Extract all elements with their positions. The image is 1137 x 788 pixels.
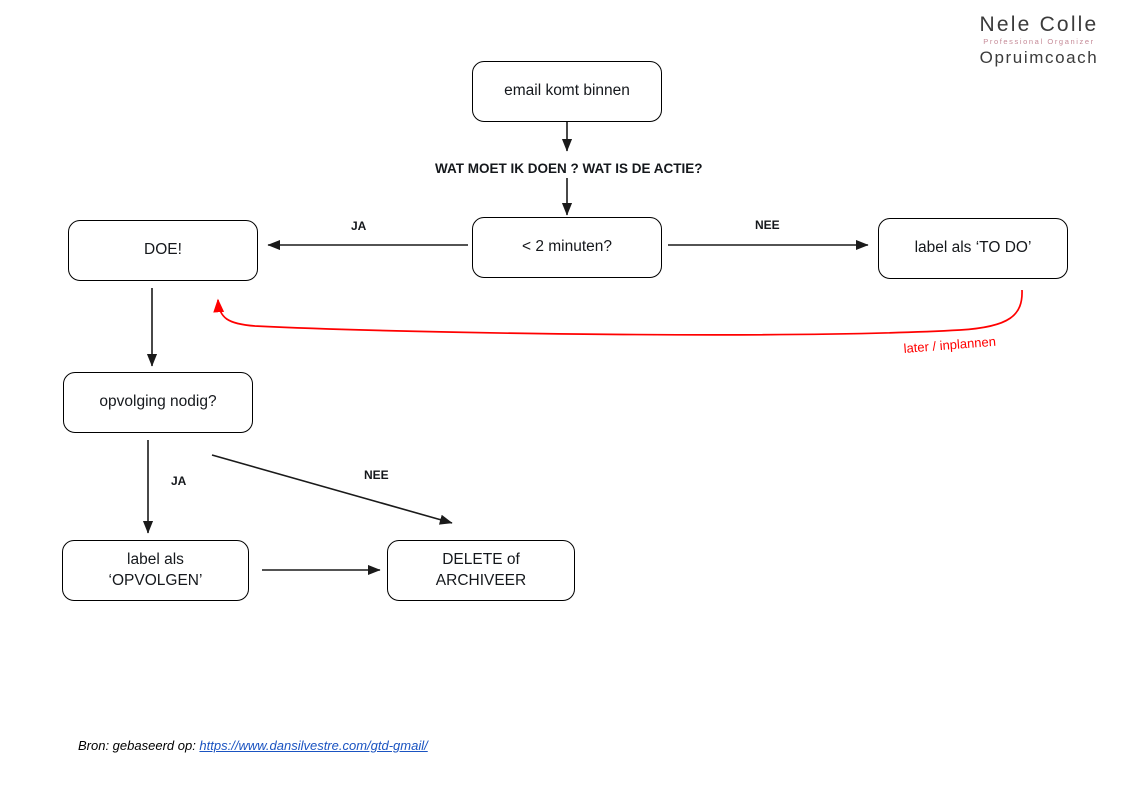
node-twee-minuten[interactable]: < 2 minuten?	[472, 217, 662, 278]
node-label-als-opvolgen[interactable]: label als ‘OPVOLGEN’	[62, 540, 249, 601]
edge-opvolging-to-delete	[211, 454, 453, 525]
source-link[interactable]: https://www.dansilvestre.com/gtd-gmail/	[199, 738, 428, 753]
edge-label-nee-twomin: NEE	[755, 218, 780, 232]
node-label-als-to-do[interactable]: label als ‘TO DO’	[878, 218, 1068, 279]
source-prefix: Bron: gebaseerd op:	[78, 738, 200, 753]
node-opvolging-nodig[interactable]: opvolging nodig?	[63, 372, 253, 433]
edge-label-nee-opvolging: NEE	[364, 468, 389, 482]
edge-label-ja-opvolging: JA	[171, 474, 187, 488]
edge-label-ja-twomin: JA	[351, 219, 367, 233]
node-delete-of-archiveer[interactable]: DELETE of ARCHIVEER	[387, 540, 575, 601]
brand-logo: Nele Colle Professional Organizer Opruim…	[959, 13, 1119, 68]
edge-feedback-todo-to-doe	[213, 289, 1023, 336]
node-email-komt-binnen[interactable]: email komt binnen	[472, 61, 662, 122]
source-footer: Bron: gebaseerd op: https://www.dansilve…	[78, 738, 428, 753]
question-wat-moet-ik-doen: WAT MOET IK DOEN ? WAT IS DE ACTIE?	[435, 161, 703, 176]
logo-name: Nele Colle	[979, 13, 1099, 36]
node-doe[interactable]: DOE!	[68, 220, 258, 281]
logo-subtitle: Professional Organizer	[983, 37, 1095, 47]
edge-label-later-inplannen: later / inplannen	[903, 333, 997, 356]
logo-role: Opruimcoach	[979, 48, 1099, 68]
